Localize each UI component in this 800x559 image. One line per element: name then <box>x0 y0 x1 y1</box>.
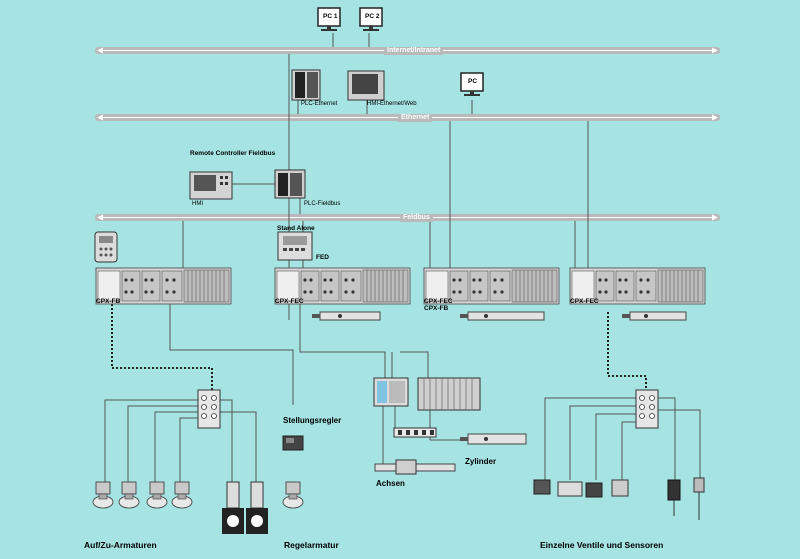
einzelne-ventile-label: Einzelne Ventile und Sensoren <box>540 540 664 550</box>
cylinder-icon <box>312 311 687 321</box>
knife-gate-valve-icons <box>222 481 268 534</box>
pc1-label: PC 1 <box>323 13 338 20</box>
hmi-ethernet-label: HMI-Ethernet/Web <box>367 101 417 107</box>
zylinder-label: Zylinder <box>465 457 497 466</box>
internet-bus-label: Internet/Intranet <box>384 47 444 55</box>
distributor-right-icon <box>635 389 659 429</box>
plc-fieldbus-label: PLC-Fieldbus <box>304 201 341 207</box>
pc-label: PC <box>468 78 478 85</box>
stellungsregler-label: Stellungsregler <box>283 416 342 425</box>
pc2-label: PC 2 <box>365 13 380 20</box>
stand-alone-label: Stand Alone <box>277 225 315 232</box>
fed-label: FED <box>316 254 329 261</box>
achsen-label: Achsen <box>376 479 405 488</box>
terminal-label-cpx-fb-2: CPX-FB <box>424 305 449 312</box>
terminal-label-cpx-fec-2: CPX-FEC <box>424 298 453 305</box>
terminal-label-cpx-fb: CPX-FB <box>96 298 121 305</box>
regelarmatur-icon <box>282 481 304 509</box>
hmi-label: HMI <box>192 201 203 207</box>
plc-ethernet-label: PLC-Ethernet <box>301 101 338 107</box>
terminal-label-cpx-fec-3: CPX-FEC <box>570 298 599 305</box>
achsen-icon <box>374 459 456 475</box>
fed-panel-icon[interactable] <box>277 231 313 261</box>
regelarmatur-label: Regelarmatur <box>284 540 339 550</box>
io-module-icon <box>393 427 437 438</box>
handheld-icon[interactable] <box>94 231 118 263</box>
plc-fieldbus-icon[interactable] <box>274 169 306 199</box>
valve-terminal-small-icon <box>373 377 409 407</box>
dotted-lines <box>111 300 647 390</box>
valve-manifold-icon <box>417 377 481 411</box>
ethernet-bus-label: Ethernet <box>398 114 433 122</box>
distributor-left-icon <box>197 389 221 429</box>
hmi-panel-icon[interactable] <box>189 171 233 200</box>
auf-zu-armaturen-label: Auf/Zu-Armaturen <box>84 540 157 550</box>
zylinder-icon <box>460 433 527 445</box>
auf-zu-armaturen-icons <box>92 481 193 509</box>
feldbus-bus-label: Feldbus <box>400 214 433 222</box>
plc-ethernet-icon[interactable] <box>291 69 321 101</box>
einzelne-ventile-icons <box>533 477 705 520</box>
terminal-label-cpx-fec-1: CPX-FEC <box>275 298 304 305</box>
hmi-ethernet-icon[interactable] <box>347 70 385 101</box>
remote-controller-title: Remote Controller Fieldbus <box>190 150 276 157</box>
stellungsregler-icon <box>282 435 304 451</box>
